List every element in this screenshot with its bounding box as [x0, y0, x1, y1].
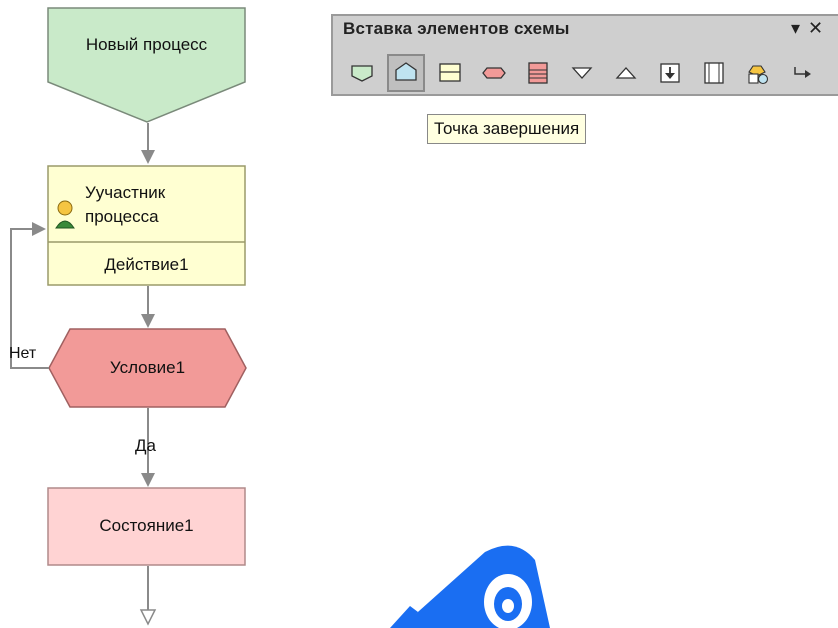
end-point-icon — [395, 62, 417, 81]
tool-end-point-button[interactable] — [387, 54, 425, 92]
condition-icon — [482, 67, 506, 79]
insert-elements-toolbar[interactable]: Вставка элементов схемы ▾✕ — [331, 14, 838, 96]
start-node-shape[interactable] — [47, 7, 246, 123]
tool-condition-button[interactable] — [475, 54, 513, 92]
arrowhead-start-task — [141, 150, 155, 164]
decorative-blue-eye-icon — [390, 545, 550, 628]
task-participant-label: Уучастник процесса — [85, 181, 165, 229]
condition-node-label: Условие1 — [109, 358, 186, 377]
insert-arrow-icon — [660, 63, 680, 83]
tooltip-end-point: Точка завершения — [427, 114, 587, 144]
toolbar-close-icon[interactable]: ✕ — [808, 18, 824, 38]
arrowhead-condition-state — [141, 473, 155, 487]
split-triangle-icon — [615, 67, 637, 79]
group-shapes-icon — [748, 65, 769, 85]
tool-start-shape-button[interactable] — [343, 54, 381, 92]
arrowhead-no-loop — [32, 222, 46, 236]
arrowhead-task-condition — [141, 314, 155, 328]
task-action-label: Действие1 — [104, 255, 189, 274]
tool-connector-button[interactable] — [783, 54, 821, 92]
state-node-shape[interactable] — [47, 487, 246, 566]
arrowhead-state-out — [139, 609, 157, 626]
start-node-label: Новый процесс — [85, 35, 208, 54]
state-icon — [528, 62, 548, 84]
tool-group-button[interactable] — [739, 54, 777, 92]
tool-action-block-button[interactable] — [431, 54, 469, 92]
task-participant-line2: процесса — [85, 207, 159, 226]
tool-state-button[interactable] — [519, 54, 557, 92]
yes-branch-label: Да — [135, 436, 156, 455]
tool-insert-button[interactable] — [651, 54, 689, 92]
tool-merge-button[interactable] — [563, 54, 601, 92]
state-node-label: Состояние1 — [99, 516, 194, 535]
start-shape-icon — [351, 65, 373, 82]
tool-split-button[interactable] — [607, 54, 645, 92]
merge-triangle-icon — [571, 67, 593, 79]
toolbar-controls: ▾✕ — [791, 18, 831, 39]
action-block-icon — [439, 63, 461, 82]
tool-column-button[interactable] — [695, 54, 733, 92]
toolbar-pin-icon[interactable]: ▾ — [791, 18, 801, 38]
toolbar-title: Вставка элементов схемы — [343, 19, 570, 38]
no-branch-label: Нет — [9, 345, 37, 362]
column-icon — [704, 62, 724, 84]
tooltip-text: Точка завершения — [434, 119, 580, 138]
task-participant-line1: Уучастник — [85, 183, 166, 202]
participant-person-icon — [55, 200, 75, 229]
connector-icon — [794, 67, 811, 78]
connector-no-loop — [10, 228, 49, 369]
task-node-shape[interactable] — [47, 165, 246, 286]
